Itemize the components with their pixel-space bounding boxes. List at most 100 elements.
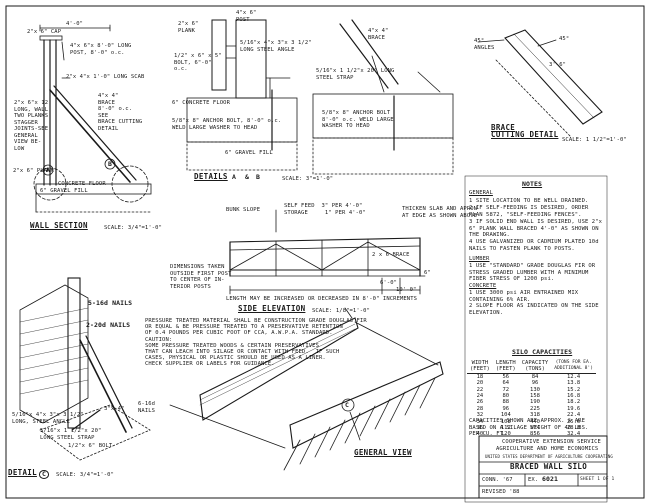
drawing-title: BRACED WALL SILO [510, 462, 588, 471]
table-cell: 18 [476, 373, 484, 380]
agency-line-2: AGRICULTURE AND HOME ECONOMICS [496, 446, 599, 452]
side-elevation-drawing [229, 209, 426, 295]
angle-label-detail: 5/16"x 4"x 3"x 3 1/2" LONG STEEL ANGLE [240, 40, 312, 53]
caution-line: CHECK SUPPLIER OR LABELS FOR GUIDANCE. [145, 361, 275, 367]
dimensions-note: DIMENSIONS TAKEN OUTSIDE FIRST POST TO C… [170, 264, 232, 290]
storage-label: STORAGE 1" PER 4'-0" [284, 210, 366, 216]
table-cell: 112 [500, 425, 511, 432]
table-cell: 12.4 [566, 373, 581, 380]
nails-6-16d-label: 6-16d NAILS [138, 401, 156, 414]
ex-number: 6021 [542, 475, 559, 483]
table-row: 18 56 84 12.4 [467, 373, 596, 380]
table-cell: 15.2 [566, 386, 581, 393]
wall-section-title: WALL SECTION [30, 221, 88, 230]
column-header: (TONS FOR EA. ADDITIONAL 8') [551, 360, 596, 374]
details-scale: SCALE: 3"=1'-0" [282, 176, 334, 182]
detail-c-title: DETAIL [8, 468, 37, 477]
table-cell: 574 [530, 425, 540, 432]
table-cell: 20 [476, 380, 484, 387]
apron-dim-10: 10'-0" [396, 287, 417, 293]
strap-label-detail: 5/16"x 1 1/2"x 20" LONG STEEL STRAP [316, 68, 395, 81]
table-cell: 24 [476, 393, 484, 400]
details-title: DETAILS [194, 172, 228, 181]
table-cell: 28 [476, 405, 484, 412]
nails-2-20d-label: 2-20d NAILS [86, 321, 131, 329]
angle-label-c: 5/16"x 4"x 3"x 3 1/2" LONG, STEEL ANGLE [12, 412, 84, 425]
brace-2x6-label: 2 x 6 BRACE [372, 252, 410, 258]
table-cell: 32 [476, 412, 484, 419]
table-cell: 88 [502, 399, 510, 406]
column-header: LENGTH (FEET) [492, 360, 519, 374]
gravel-label: 6" GRAVEL FILL [40, 188, 88, 194]
wall-plank-bottom-label: 2"x 6" PLANK [13, 168, 54, 174]
detail-b-callout [104, 158, 116, 170]
table-cell: 225 [530, 405, 540, 412]
ex-label: EX. [528, 477, 539, 483]
bolt-label-c: 1/2"x 6" BOLT [68, 443, 113, 449]
slab-thickness-label: 6" [424, 270, 431, 276]
anchor-bolt-label-a: 5/8"x 8" ANCHOR BOLT, 8'-0" o.c. WELD LA… [172, 118, 282, 131]
plank-label: 2"x 6" PLANK [178, 21, 199, 34]
column-header: WIDTH (FEET) [467, 360, 493, 374]
table-cell: 120 [500, 431, 511, 438]
detail-c-scale: SCALE: 3/4"=1'-0" [56, 472, 114, 478]
general-view-title: GENERAL VIEW [354, 448, 412, 457]
table-cell: 440 [530, 418, 540, 425]
sheet-number: SHEET 1 OF 1 [580, 477, 615, 482]
general-note-2: 2 IF SELF-FEEDING IS DESIRED, ORDER PLAN… [469, 205, 589, 218]
table-cell: 318 [530, 412, 540, 419]
lumber-note-1: 1 USE "STANDARD" GRADE DOUGLAS FIR OR ST… [469, 263, 596, 282]
table-cell: 16.8 [566, 393, 581, 400]
table-cell: 856 [530, 431, 540, 438]
general-view-marker-letter: C [345, 401, 350, 409]
table-cell: 18.2 [566, 399, 581, 406]
table-cell: 56 [502, 373, 510, 380]
post-label: 4"x 6"x 8'-0" LONG POST, 8'-0" o.c. [70, 43, 132, 56]
table-cell: 26 [476, 399, 484, 406]
brace-cutting-drawing [477, 29, 603, 137]
callout-b-letter: B [108, 160, 113, 168]
agency-line-3: UNITED STATES DEPARTMENT OF AGRICULTURE … [485, 454, 613, 459]
caution-line: OR EQUAL & BE PRESSURE TREATED TO A PRES… [145, 324, 343, 330]
silo-capacities-table: WIDTH (FEET) LENGTH (FEET) CAPACITY (TON… [467, 360, 596, 438]
table-cell: 108 [500, 418, 511, 425]
table-cell: 40 [476, 431, 484, 438]
brace-label-detail: 4"x 4" BRACE [368, 28, 389, 41]
nails-5-16d-label: 5-16d NAILS [88, 299, 133, 307]
table-cell: 84 [531, 373, 539, 380]
concrete-note-2: 2 SLOPE FLOOR AS INDICATED ON THE SIDE E… [469, 303, 599, 316]
table-cell: 36 [476, 425, 484, 432]
wall-section-scale: SCALE: 3/4"=1'-0" [104, 225, 162, 231]
strap-label-c: 5/16"x 1 1/2"x 20" LONG STEEL STRAP [40, 428, 102, 441]
general-note-3: 3 IF SOLID END WALL IS DESIRED, USE 2"x … [469, 219, 603, 238]
floor-label: CONCRETE FLOOR [58, 181, 106, 187]
side-elevation-scale: SCALE: 1/8"=1'-0" [312, 308, 370, 314]
self-feed-label: SELF FEED 3" PER 4'-0" [284, 203, 363, 209]
agency-line-1: COOPERATIVE EXTENSION SERVICE [502, 439, 601, 445]
details-joiner: & [245, 173, 250, 181]
detail-c-marker [341, 398, 355, 412]
details-letter-b: B [256, 173, 261, 181]
table-cell: 28.8 [566, 425, 581, 432]
silo-capacities-title: SILO CAPACITIES [512, 348, 573, 356]
lumber-heading: LUMBER [469, 256, 490, 262]
angles-label: 45° ANGLES [474, 38, 495, 51]
table-cell: 19.6 [566, 405, 581, 412]
general-note-4: 4 USE GALVANIZED OR CADMIUM PLATED 10d N… [469, 239, 599, 252]
table-cell: 13.8 [566, 380, 581, 387]
anchor-bolt-label-b: 5/8"x 8" ANCHOR BOLT 8'-0" o.c. WELD LAR… [322, 110, 394, 129]
caution-line: OF 0.4 POUNDS PER CUBIC FOOT OF CCA, A.W… [145, 330, 333, 336]
caution-line: THAT CAN LEACH INTO SILAGE OR CONTACT WI… [145, 349, 340, 355]
table-cell: 22.4 [566, 412, 581, 419]
detail-b-drawing [312, 19, 454, 175]
notes-title: NOTES [522, 180, 543, 188]
detail-c-letter: C [39, 470, 50, 479]
scab-label: 2"x 4"x 1'-0" LONG SCAB [66, 74, 145, 80]
table-cell: 80 [502, 393, 510, 400]
title-block-frame [478, 435, 608, 499]
